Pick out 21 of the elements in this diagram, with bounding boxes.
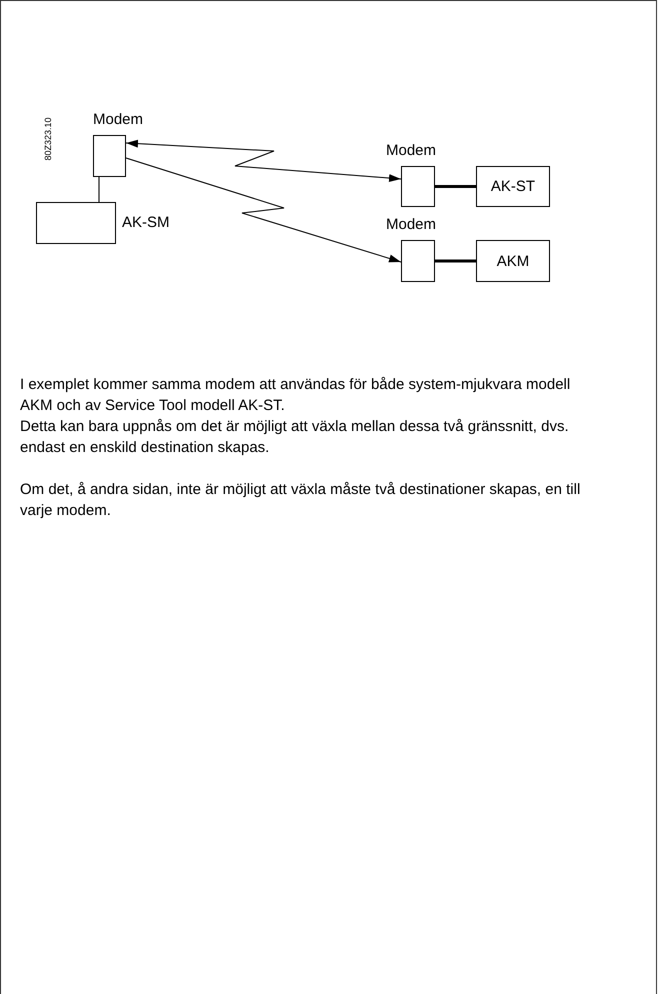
connector-line — [435, 185, 476, 188]
connector-line — [98, 176, 100, 202]
body-paragraph: I exemplet kommer samma modem att användas för både system-mjukvara modell AKM och av Service Tool modell AK-ST. — [20, 375, 572, 416]
device-label: Modem — [386, 142, 436, 160]
drawing-number: 80Z323.10 — [43, 116, 53, 163]
device-label: AK-ST — [490, 179, 536, 194]
body-paragraph: Om det, å andra sidan, inte är möjligt att växla måste två destinationer skapas, en till varje modem. — [20, 480, 582, 521]
modem-box — [401, 240, 435, 282]
modem-box — [401, 166, 435, 207]
device-box — [476, 166, 550, 207]
connector-line — [435, 260, 476, 262]
device-label: AKM — [496, 254, 530, 268]
zigzag-arrow — [126, 140, 402, 182]
device-label: Modem — [386, 216, 436, 234]
body-paragraph: Detta kan bara uppnås om det är möjligt att växla mellan dessa två gränssnitt, dvs. endast en enskild destination skapas. — [20, 417, 570, 458]
device-box — [476, 240, 550, 282]
modem-box — [93, 135, 126, 177]
device-label: AK-SM — [122, 214, 170, 232]
device-box — [36, 202, 116, 244]
device-label: Modem — [93, 111, 144, 129]
zigzag-arrow — [126, 158, 402, 262]
